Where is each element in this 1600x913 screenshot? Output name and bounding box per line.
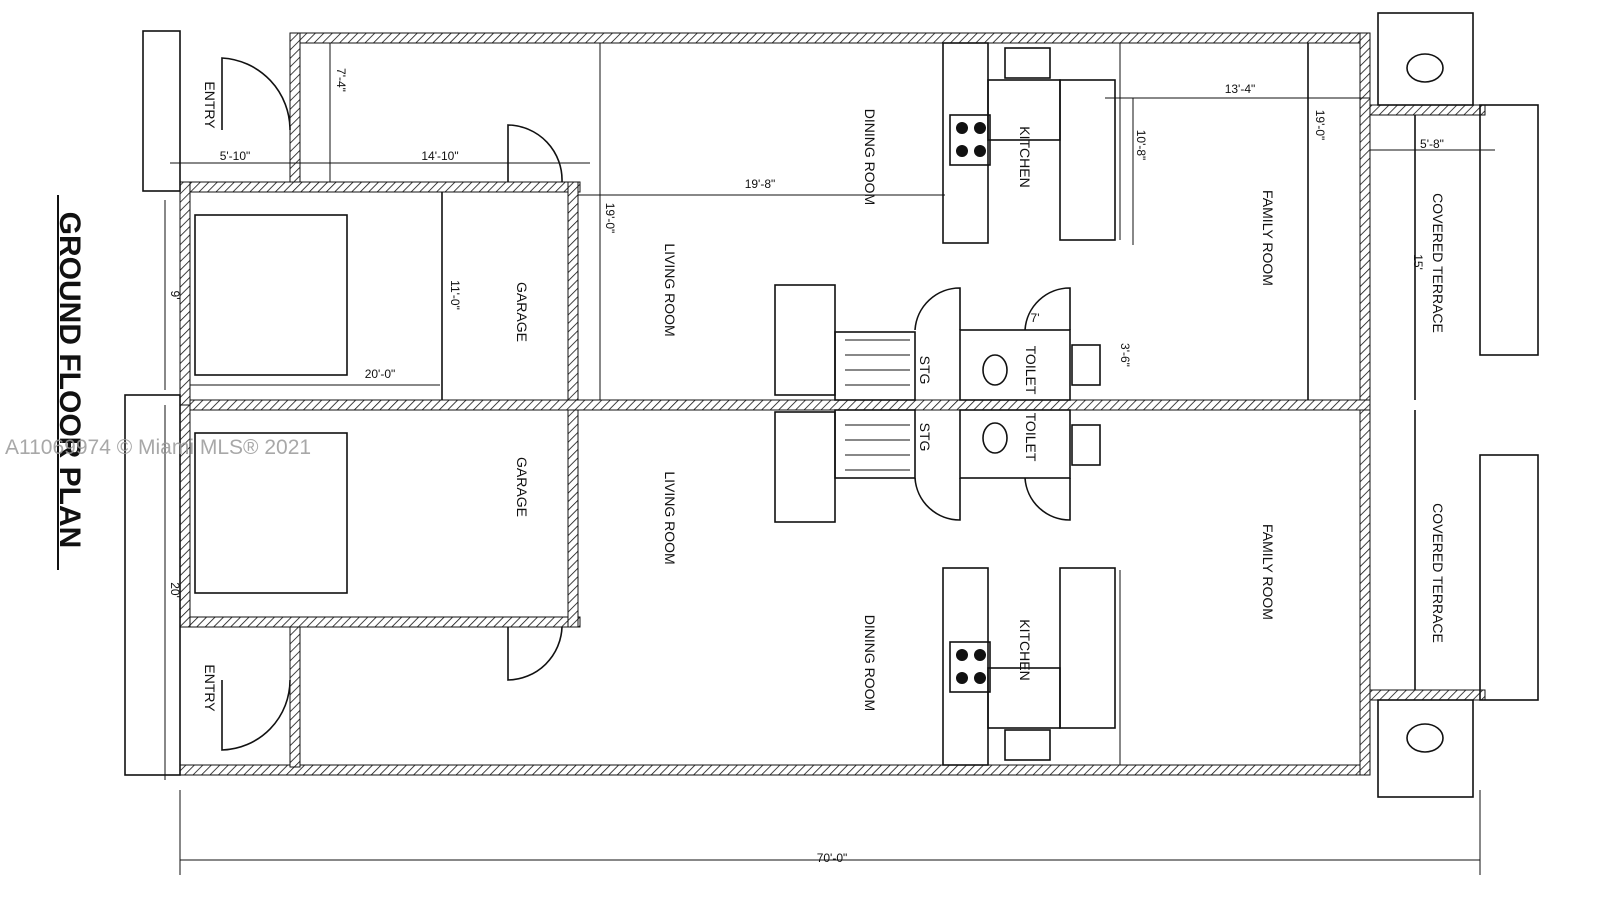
dim-family-depth: 19'-0" [1313,110,1327,141]
label-toilet-bottom: TOILET [1023,413,1039,462]
dim-garage-depth: 11'-0" [448,280,462,310]
terrace-slab-bottom [1479,454,1539,701]
room-labels: ENTRY ENTRY DINING ROOM DINING ROOM KITC… [202,81,1446,712]
stairs [774,284,916,523]
porch-bottom [124,394,181,776]
dim-overall: 70'-0" [817,851,848,865]
dim-hall-width: 14'-10" [421,149,458,163]
dim-terrace-width: 5'-8" [1420,137,1444,151]
car-outline-top [194,214,348,376]
label-stg-top: STG [917,356,933,385]
dimension-labels: 7'-4" 5'-10" 14'-10" 19'-8" 19'-0" 13'-4… [168,68,1444,865]
utility-bottom [1377,699,1474,798]
label-entry-top: ENTRY [202,81,218,129]
label-living-top: LIVING ROOM [662,243,678,336]
toilet-fixtures [959,53,1444,753]
utility-top [1377,12,1474,106]
label-toilet-top: TOILET [1023,346,1039,395]
label-entry-bottom: ENTRY [202,664,218,712]
label-terrace-top: COVERED TERRACE [1430,193,1446,333]
dim-garage-length: 20'-0" [365,367,396,381]
label-garage-top: GARAGE [514,282,530,342]
label-dining-top: DINING ROOM [862,109,878,205]
label-garage-bottom: GARAGE [514,457,530,517]
label-dining-bottom: DINING ROOM [862,615,878,711]
dim-terrace-length: 15' [1411,254,1425,270]
dimension-lines [164,43,1495,875]
dim-toilet-width: 3'-6" [1118,343,1132,367]
exterior-walls [179,32,1486,776]
door-swings [221,57,1071,751]
dim-living-depth: 19'-0" [603,203,617,234]
kitchen-counters [942,42,1116,766]
dim-entry-width: 5'-10" [220,149,251,163]
label-terrace-bottom: COVERED TERRACE [1430,503,1446,643]
label-kitchen-bottom: KITCHEN [1017,619,1033,680]
label-kitchen-top: KITCHEN [1017,126,1033,187]
label-family-top: FAMILY ROOM [1260,190,1276,286]
label-family-bottom: FAMILY ROOM [1260,524,1276,620]
car-outline-bottom [194,432,348,594]
porch-top [142,30,181,192]
label-stg-bottom: STG [917,423,933,452]
stove-burners [956,122,986,684]
dim-entry-depth: 7'-4" [334,68,348,92]
label-living-bottom: LIVING ROOM [662,471,678,564]
watermark: A11069974 © Miami MLS® 2021 [5,436,311,459]
dim-kitchen-depth: 10'-8" [1134,130,1148,161]
dim-garage-door: 9' [168,291,182,300]
dim-living-dining-width: 19'-8" [745,177,776,191]
terrace-slab-top [1479,104,1539,356]
dim-toilet-depth: 7' [1031,311,1040,325]
dim-garage-bottom: 20' [168,582,182,598]
dim-family-width: 13'-4" [1225,82,1256,96]
